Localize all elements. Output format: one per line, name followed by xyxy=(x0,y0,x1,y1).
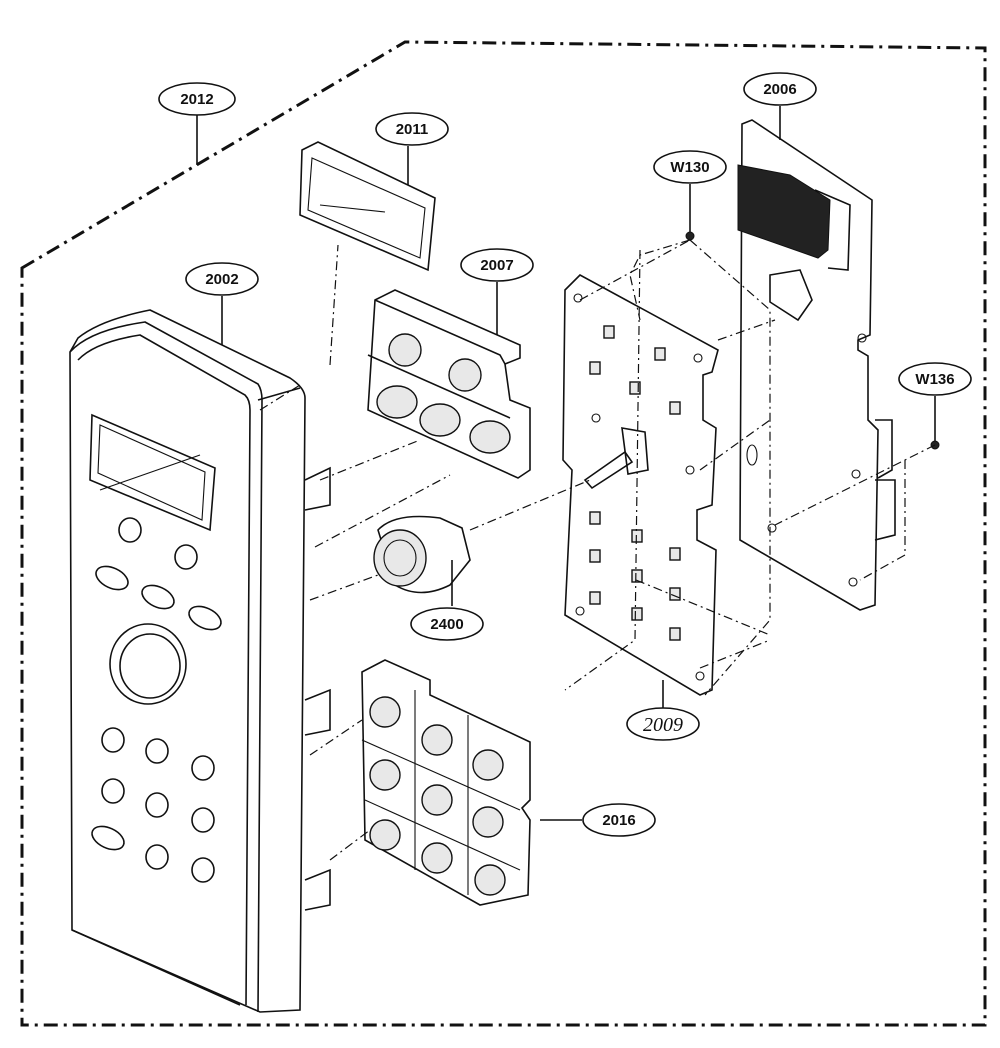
svg-text:2007: 2007 xyxy=(480,257,513,274)
callout-2009: 2009 xyxy=(626,707,700,741)
svg-text:2009: 2009 xyxy=(643,714,683,736)
svg-text:W136: W136 xyxy=(915,371,954,388)
pcb-2006 xyxy=(737,119,896,611)
key-block-2016 xyxy=(361,659,531,906)
callout-2011: 2011 xyxy=(375,112,449,146)
callout-w136: W136 xyxy=(898,362,972,396)
key-block-2007 xyxy=(367,289,531,479)
callout-2007: 2007 xyxy=(460,248,534,282)
svg-text:2012: 2012 xyxy=(180,91,213,108)
display-window-2011 xyxy=(299,141,436,272)
front-panel-2002 xyxy=(69,309,331,1013)
svg-text:2002: 2002 xyxy=(205,271,238,288)
assembly-boundary xyxy=(20,40,987,1027)
svg-text:2011: 2011 xyxy=(396,121,429,138)
knob-2400 xyxy=(373,515,471,594)
callout-2012: 2012 xyxy=(158,82,236,116)
callout-2400: 2400 xyxy=(410,607,484,641)
pcb-2009 xyxy=(562,274,719,696)
callout-2002: 2002 xyxy=(185,262,259,296)
assembly-lines xyxy=(259,239,936,861)
callout-2016: 2016 xyxy=(582,803,656,837)
svg-text:2016: 2016 xyxy=(602,812,635,829)
screw-w130 xyxy=(685,231,695,241)
callout-w130: W130 xyxy=(653,150,727,184)
svg-text:2006: 2006 xyxy=(763,81,796,98)
callout-2006: 2006 xyxy=(743,72,817,106)
svg-text:W130: W130 xyxy=(670,159,709,176)
svg-text:2400: 2400 xyxy=(430,616,463,633)
leader-lines xyxy=(196,106,936,821)
